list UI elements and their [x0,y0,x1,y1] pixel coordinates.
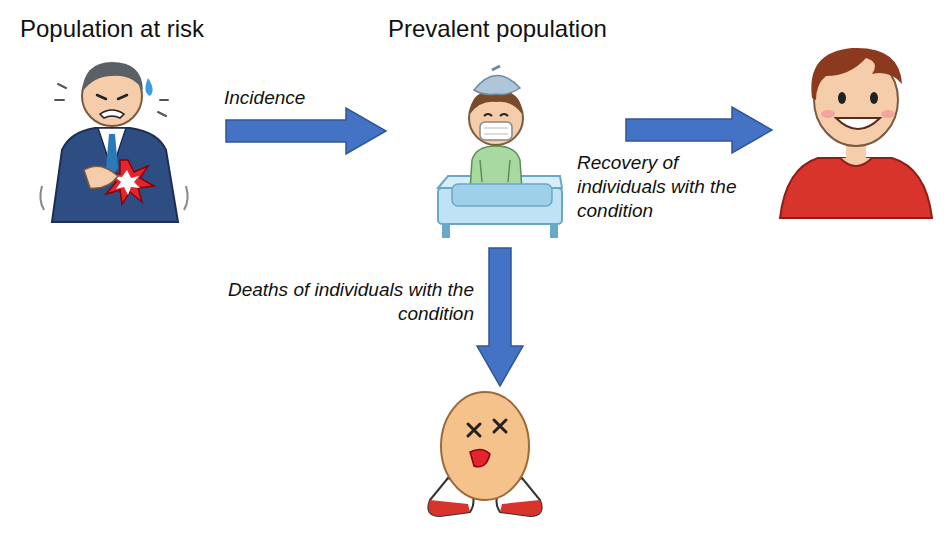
figure-heading: Population at risk [20,14,224,44]
dead-figure [428,392,541,516]
figure-node: Population at risk [20,14,224,226]
figure-node [774,44,940,222]
arrow-label: Deaths of individuals with the condition [196,278,474,326]
arrow-label: Incidence [224,86,394,110]
block-arrow [477,248,523,386]
figure-node [420,388,552,522]
block-arrow [626,107,772,153]
figure-heading: Prevalent population [388,14,624,44]
heart-attack-man [40,62,187,222]
arrow-label: Recovery of individuals with the conditi… [577,151,763,223]
block-arrow [226,108,386,154]
sick-child-in-bed [438,66,562,238]
recovered-man [780,48,932,218]
